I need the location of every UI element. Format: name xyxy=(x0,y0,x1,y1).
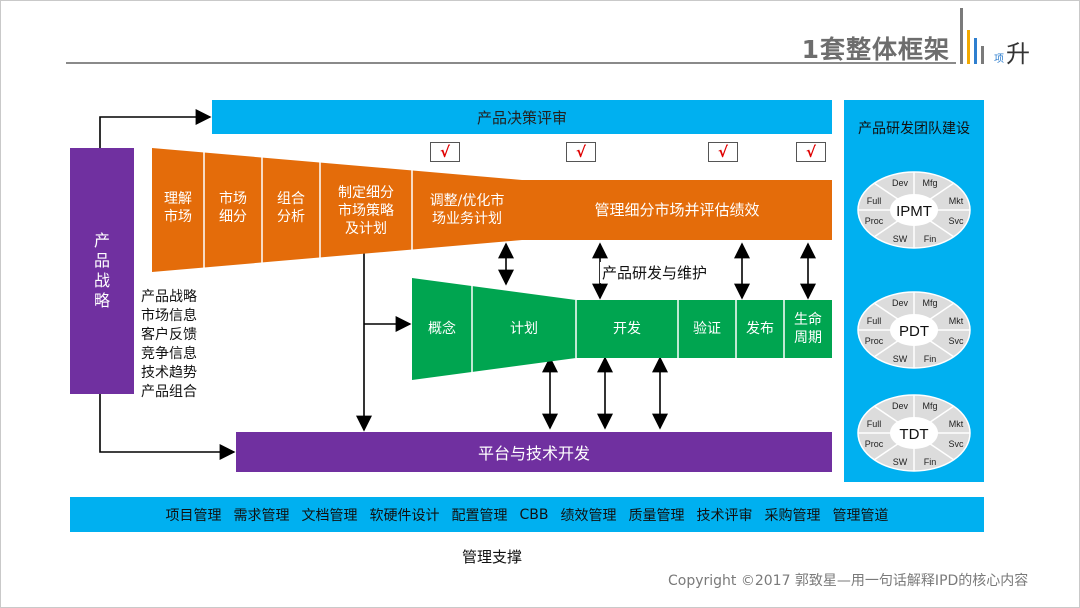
segment-label: Dev xyxy=(892,401,909,411)
segment-label: Dev xyxy=(892,178,909,188)
market-step-strategy: 制定细分 市场策略 及计划 xyxy=(338,185,394,237)
product-strategy-box: 产品战略 xyxy=(70,148,134,394)
input-item: 竞争信息 xyxy=(141,346,197,362)
platform-tech-bar: 平台与技术开发 xyxy=(236,432,832,472)
dev-step-concept: 概念 xyxy=(428,321,456,337)
market-step-segment: 市场 细分 xyxy=(219,191,247,225)
segment-label: Full xyxy=(867,419,882,429)
team-building-title: 产品研发团队建设 xyxy=(858,121,970,137)
segment-label: SW xyxy=(893,234,908,244)
segment-label: Full xyxy=(867,196,882,206)
manage-market-label: 管理细分市场并评估绩效 xyxy=(594,201,760,219)
arrow-strategy-to-platform xyxy=(99,394,236,460)
segment-label: Mfg xyxy=(922,298,937,308)
segment-label: Dev xyxy=(892,298,909,308)
review-check-1: √ xyxy=(430,142,460,162)
dev-step-develop: 开发 xyxy=(613,321,641,337)
management-item: 需求管理 xyxy=(233,507,290,524)
platform-tech-label: 平台与技术开发 xyxy=(477,444,590,463)
review-check-2: √ xyxy=(566,142,596,162)
management-item: CBB xyxy=(519,506,549,523)
input-item: 客户反馈 xyxy=(141,327,197,343)
segment-label: Proc xyxy=(865,439,884,449)
management-support-label: 管理支撑 xyxy=(462,548,523,566)
market-step-understand: 理解 市场 xyxy=(164,191,192,225)
market-management-funnel: 理解 市场 市场 细分 组合 分析 制定细分 市场策略 及计划 调整/优化市 场… xyxy=(152,148,522,272)
rnd-maintenance-label: 产品研发与维护 xyxy=(600,262,710,283)
input-item: 产品组合 xyxy=(141,384,197,400)
green-funnel-shape xyxy=(412,278,832,380)
management-item: 质量管理 xyxy=(628,507,685,524)
management-item: 项目管理 xyxy=(165,507,222,524)
market-step-portfolio: 组合 分析 xyxy=(277,191,305,225)
product-development-flow: 概念 计划 开发 验证 发布 生命 周期 xyxy=(412,278,832,380)
management-item: 采购管理 xyxy=(764,507,821,524)
management-item: 技术评审 xyxy=(696,507,753,524)
logo-bars-icon xyxy=(958,8,988,64)
team-wheel-tdt: Dev Mfg Mkt Svc Fin SW Proc Full TDT xyxy=(857,394,971,472)
management-item: 管理管道 xyxy=(832,507,889,524)
logo-small: 项 xyxy=(994,54,1004,65)
segment-label: Fin xyxy=(924,234,937,244)
orange-funnel-shape xyxy=(152,148,522,272)
slide-title: 1套整体框架 xyxy=(801,35,950,64)
team-name-tdt: TDT xyxy=(899,426,928,443)
segment-label: Mfg xyxy=(922,401,937,411)
input-item: 市场信息 xyxy=(141,308,197,324)
decision-review-bar: 产品决策评审 xyxy=(212,100,832,134)
product-strategy-label: 产品战略 xyxy=(93,231,110,310)
team-building-panel: 产品研发团队建设 Dev Mfg Mkt Svc Fin SW Proc Ful… xyxy=(844,100,984,482)
team-name-ipmt: IPMT xyxy=(896,203,932,220)
segment-label: Mkt xyxy=(949,419,964,429)
market-step-optimize: 调整/优化市 场业务计划 xyxy=(429,193,505,227)
arrow-strategy-to-review xyxy=(99,109,212,148)
segment-label: Fin xyxy=(924,457,937,467)
team-wheels: Dev Mfg Mkt Svc Fin SW Proc Full IPMT xyxy=(857,171,971,472)
dev-step-lifecycle: 生命 周期 xyxy=(794,312,822,346)
management-item: 绩效管理 xyxy=(560,507,617,524)
manage-market-bar: 管理细分市场并评估绩效 xyxy=(522,180,832,240)
header-divider xyxy=(66,62,956,64)
review-check-4: √ xyxy=(796,142,826,162)
management-item: 软硬件设计 xyxy=(369,507,440,524)
segment-label: SW xyxy=(893,354,908,364)
decision-review-label: 产品决策评审 xyxy=(476,108,567,127)
segment-label: Svc xyxy=(948,216,964,226)
management-item: 文档管理 xyxy=(301,507,358,524)
review-check-3: √ xyxy=(708,142,738,162)
segment-label: Mfg xyxy=(922,178,937,188)
logo-main: 升 xyxy=(1006,40,1030,68)
team-wheel-ipmt: Dev Mfg Mkt Svc Fin SW Proc Full IPMT xyxy=(857,171,971,249)
segment-label: Svc xyxy=(948,336,964,346)
segment-label: Fin xyxy=(924,354,937,364)
segment-label: Proc xyxy=(865,216,884,226)
input-item: 技术趋势 xyxy=(141,365,197,381)
strategy-inputs: 产品战略 市场信息 客户反馈 竞争信息 技术趋势 产品组合 xyxy=(141,288,197,402)
segment-label: Mkt xyxy=(949,316,964,326)
team-name-pdt: PDT xyxy=(899,323,929,340)
input-item: 产品战略 xyxy=(141,289,197,305)
logo: 项升 xyxy=(994,34,1030,69)
dev-step-verify: 验证 xyxy=(693,321,721,337)
dev-step-plan: 计划 xyxy=(510,321,538,337)
segment-label: Full xyxy=(867,316,882,326)
segment-label: Svc xyxy=(948,439,964,449)
management-item: 配置管理 xyxy=(451,507,508,524)
segment-label: Mkt xyxy=(949,196,964,206)
copyright: Copyright ©2017 郭致星—用一句话解释IPD的核心内容 xyxy=(668,573,1029,589)
team-wheel-pdt: Dev Mfg Mkt Svc Fin SW Proc Full PDT xyxy=(857,291,971,369)
segment-label: SW xyxy=(893,457,908,467)
segment-label: Proc xyxy=(865,336,884,346)
management-bar: 项目管理 需求管理 文档管理 软硬件设计 配置管理 CBB 绩效管理 质量管理 … xyxy=(70,497,984,532)
dev-step-release: 发布 xyxy=(746,321,774,337)
